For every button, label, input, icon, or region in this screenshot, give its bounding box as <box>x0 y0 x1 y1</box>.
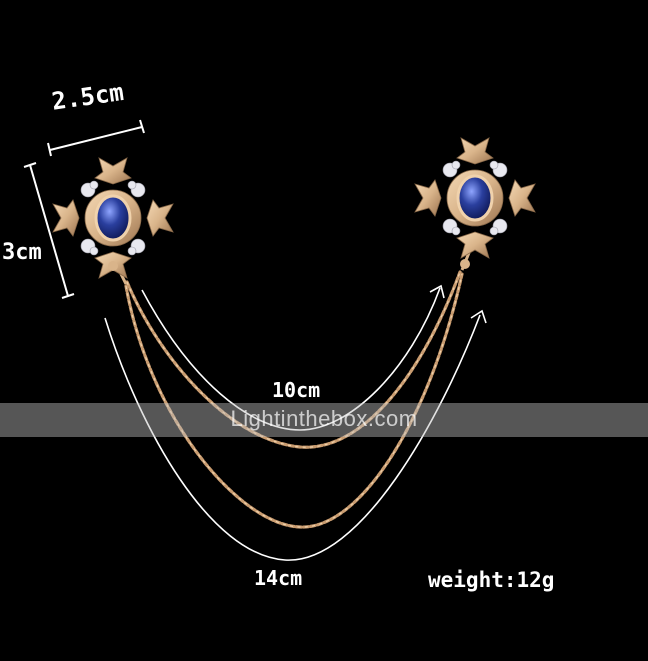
measure-long-chain-arc <box>104 309 487 561</box>
short-chain-length-label: 10cm <box>272 378 321 402</box>
long-chain-length-label: 14cm <box>254 566 303 590</box>
weight-label: weight:12g <box>428 568 555 592</box>
watermark-band <box>0 403 648 437</box>
right-brooch <box>414 137 536 271</box>
watermark-text: Lightinthebox.com <box>230 406 418 431</box>
measure-width-line <box>47 119 145 157</box>
measure-height-line <box>23 162 75 299</box>
measure-short-chain-arc <box>141 284 445 431</box>
height-dimension-label: 3cm <box>2 240 42 265</box>
left-brooch <box>52 157 174 285</box>
